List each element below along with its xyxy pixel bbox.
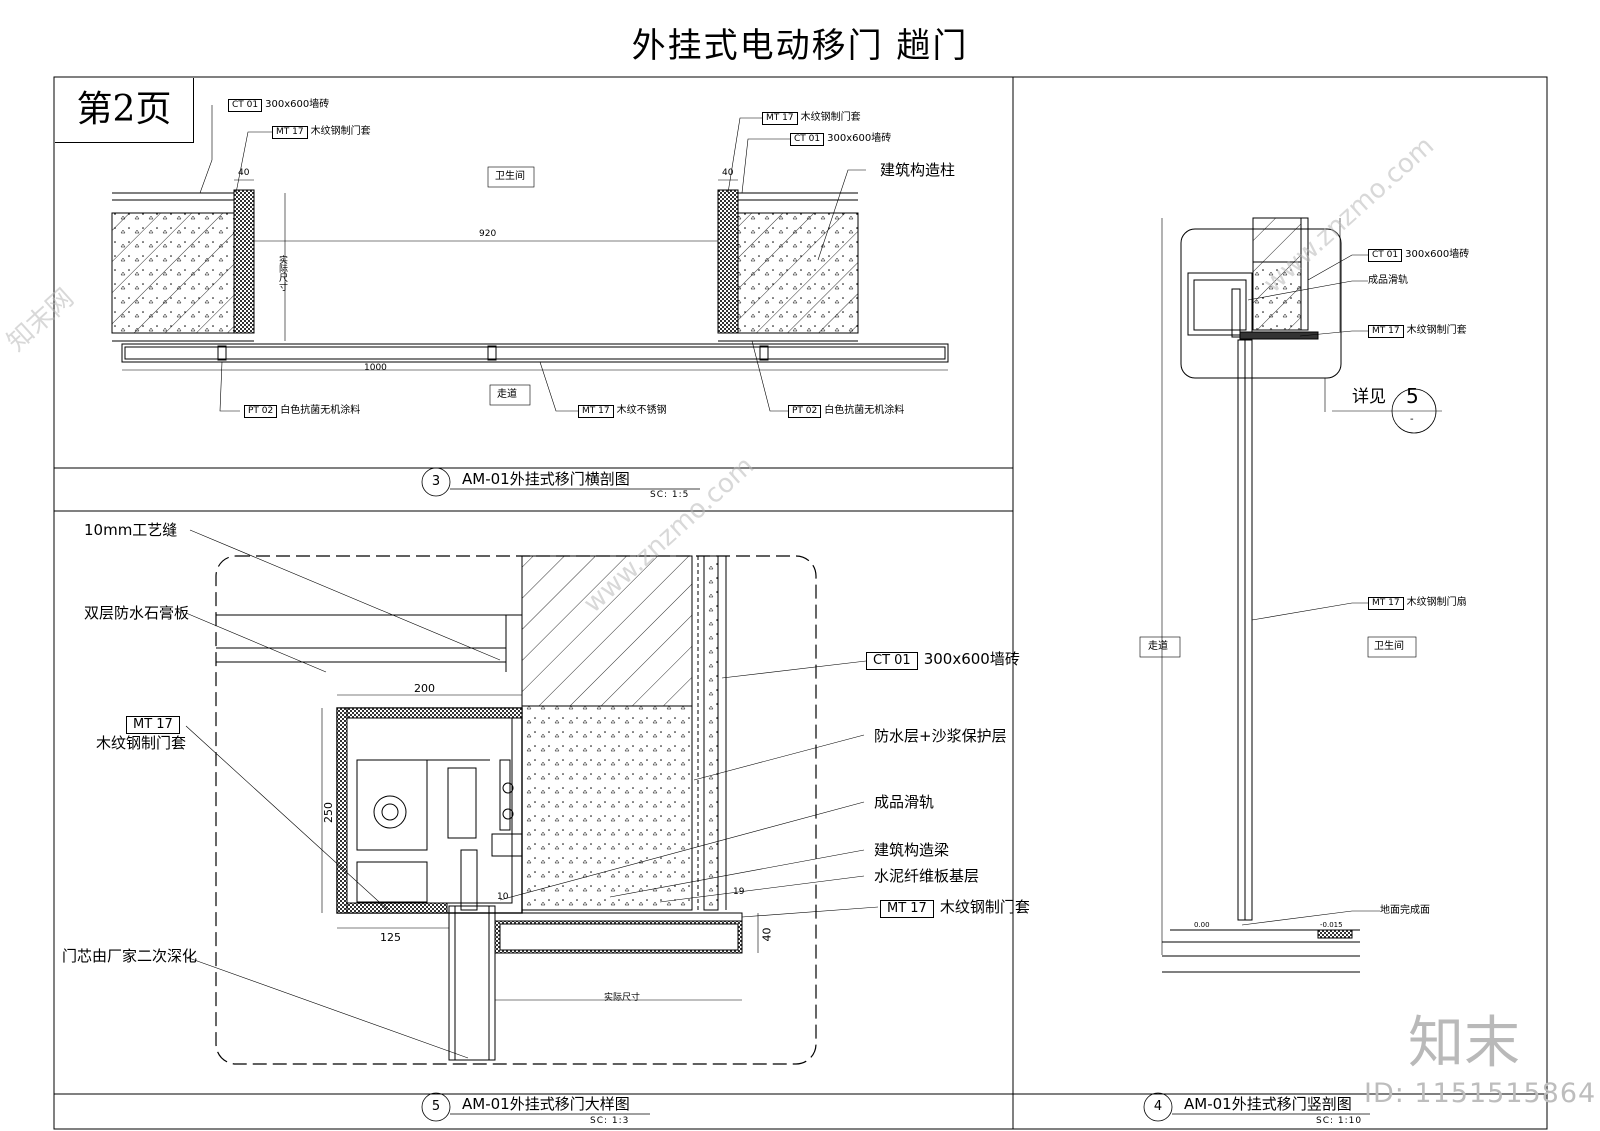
s5-caption: AM-01外挂式移门大样图 <box>462 1095 630 1113</box>
s5-rail-label: 成品滑轨 <box>874 793 935 811</box>
s4-detail-sub: - <box>1410 414 1414 425</box>
s5-section-number: 5 <box>431 1099 441 1114</box>
s5-mt17-text: 木纹钢制门套 <box>96 734 187 752</box>
s5-gap-label: 10mm工艺缝 <box>84 521 178 539</box>
s3-room-bathroom: 卫生间 <box>495 171 525 182</box>
s4-room-corridor: 走道 <box>1148 641 1168 652</box>
s5-dim-200: 200 <box>414 682 435 695</box>
s5-dim-10: 10 <box>497 892 509 902</box>
s3-section-number: 3 <box>431 474 441 489</box>
s5-scale: SC: 1:3 <box>590 1116 630 1126</box>
s4-rail-label: 成品滑轨 <box>1368 275 1408 286</box>
section5-detail <box>185 529 879 1122</box>
section3-plan <box>111 105 949 497</box>
s3-dim-1000: 1000 <box>364 363 387 373</box>
s5-dim-250: 250 <box>322 802 335 823</box>
s4-room-bathroom: 卫生间 <box>1374 641 1404 652</box>
s5-waterproof-label: 防水层+沙浆保护层 <box>874 727 1007 745</box>
s5-dim-actual: 实际尺寸 <box>604 993 641 1003</box>
s3-column-label: 建筑构造柱 <box>880 161 956 179</box>
s4-scale: SC: 1:10 <box>1316 1116 1363 1126</box>
s5-dim-125: 125 <box>380 931 401 944</box>
s3-dim-40-right: 40 <box>722 168 734 178</box>
s4-detail-number: 5 <box>1406 384 1419 408</box>
watermark-logo: 知末 <box>1408 1011 1520 1076</box>
s5-beam-label: 建筑构造梁 <box>874 841 950 859</box>
watermark-id: ID: 1151515864 <box>1364 1078 1597 1109</box>
s4-detail-ref: 详见 <box>1352 387 1386 407</box>
section4-vertical <box>1139 217 1442 1122</box>
s5-gypsum-label: 双层防水石膏板 <box>84 604 190 622</box>
s4-level-left: 0.00 <box>1194 921 1210 929</box>
s5-cement-label: 水泥纤维板基层 <box>874 867 980 885</box>
s3-dim-vertical: 实际尺寸 <box>277 255 287 291</box>
s5-core-label: 门芯由厂家二次深化 <box>62 947 198 965</box>
s3-room-corridor: 走道 <box>497 389 517 400</box>
sheet-frames <box>53 76 1548 1130</box>
s3-dim-920: 920 <box>479 229 497 239</box>
drawing-title: 外挂式电动移门 趟门 <box>631 26 969 66</box>
s3-dim-40-left: 40 <box>238 168 250 178</box>
s3-caption: AM-01外挂式移门横剖图 <box>462 470 630 488</box>
s3-scale: SC: 1:5 <box>650 490 690 500</box>
s4-caption: AM-01外挂式移门竖剖图 <box>1184 1095 1352 1113</box>
s4-floor-label: 地面完成面 <box>1380 905 1430 916</box>
s5-dim-19: 19 <box>733 887 745 897</box>
s5-mt17-tag: MT 17 <box>126 716 186 734</box>
s4-level-right: -0.015 <box>1320 921 1343 929</box>
page-number: 第2页 <box>55 78 194 143</box>
s5-dim-40: 40 <box>760 927 774 942</box>
s4-section-number: 4 <box>1153 1099 1163 1114</box>
